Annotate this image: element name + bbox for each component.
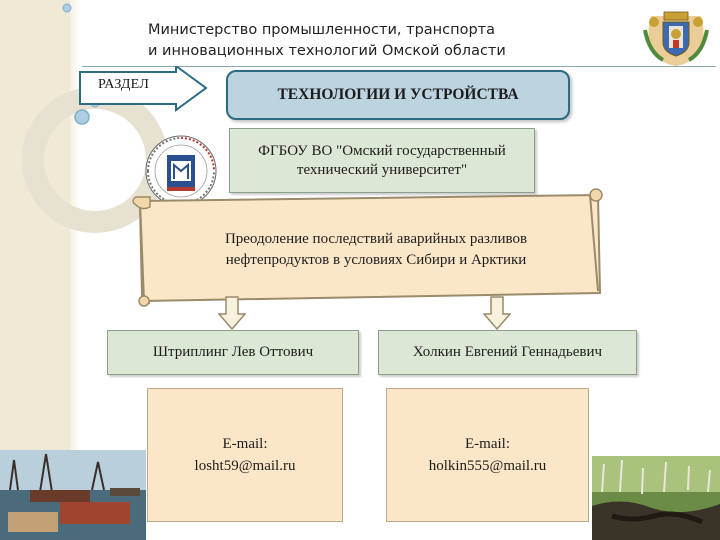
section-label: РАЗДЕЛ — [98, 77, 150, 92]
university-name-box: ФГБОУ ВО "Омский государственный техниче… — [229, 128, 535, 193]
email-label: E-mail: — [222, 436, 268, 452]
ministry-line-2: и инновационных технологий Омской област… — [148, 43, 506, 59]
coat-of-arms-icon — [643, 11, 709, 66]
author-name-left: Штриплинг Лев Оттович — [107, 330, 359, 375]
down-arrow-icon — [483, 296, 511, 330]
project-title-line-1: Преодоление последствий аварийных разлив… — [224, 231, 528, 247]
down-arrow-icon — [218, 296, 246, 330]
email-label: E-mail: — [465, 436, 510, 452]
university-logo-icon — [145, 135, 217, 207]
section-title: ТЕХНОЛОГИИ И УСТРОЙСТВА — [226, 70, 570, 120]
header-divider — [82, 66, 716, 67]
author-contact-left: E-mail: losht59@mail.ru — [147, 388, 343, 522]
ministry-header: Министерство промышленности, транспорта … — [148, 20, 568, 62]
author-contact-right: E-mail: holkin555@mail.ru — [386, 388, 589, 522]
forest-photo — [592, 456, 720, 540]
ministry-line-1: Министерство промышленности, транспорта — [148, 22, 495, 38]
oil-rig-photo — [0, 450, 146, 540]
project-title: Преодоление последствий аварийных разлив… — [172, 229, 580, 271]
section-arrow-icon — [79, 66, 208, 112]
email-address[interactable]: holkin555@mail.ru — [428, 458, 547, 474]
project-scroll — [132, 188, 603, 307]
author-name-right: Холкин Евгений Геннадьевич — [378, 330, 637, 375]
project-title-line-2: нефтепродуктов в условиях Сибири и Аркти… — [225, 252, 527, 268]
email-address[interactable]: losht59@mail.ru — [194, 458, 296, 474]
left-strip-gradient — [70, 0, 80, 540]
